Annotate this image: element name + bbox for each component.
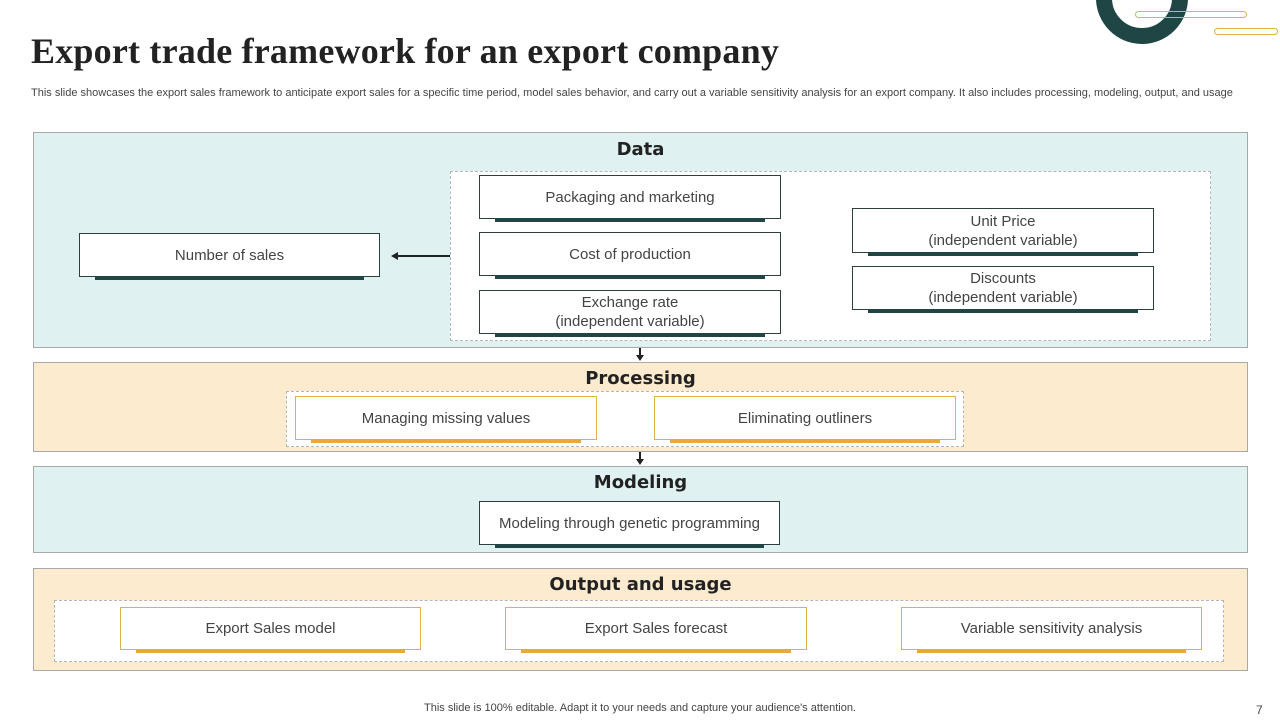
box-label: Modeling through genetic programming bbox=[499, 514, 760, 532]
data-input-box: Discounts (independent variable) bbox=[852, 266, 1154, 313]
output-item-box: Export Sales model bbox=[120, 607, 421, 653]
section-title-output: Output and usage bbox=[549, 574, 732, 595]
box-label: Unit Price bbox=[970, 212, 1036, 230]
decorative-ring bbox=[1096, 0, 1188, 44]
section-title-modeling: Modeling bbox=[593, 472, 688, 493]
box-label: Number of sales bbox=[174, 246, 285, 264]
box-label: Export Sales forecast bbox=[584, 620, 728, 637]
box-accent-bar bbox=[95, 276, 364, 280]
data-input-box: Exchange rate (independent variable) bbox=[479, 290, 781, 337]
box-accent-bar bbox=[495, 218, 765, 222]
box-accent-bar bbox=[521, 649, 791, 653]
box-accent-bar bbox=[868, 309, 1138, 313]
box-accent-bar bbox=[495, 275, 765, 279]
box-accent-bar bbox=[670, 439, 940, 443]
target-box-number-of-sales: Number of sales bbox=[79, 233, 380, 280]
footer-note: This slide is 100% editable. Adapt it to… bbox=[424, 702, 856, 714]
box-label: Eliminating outliners bbox=[737, 409, 873, 427]
section-title-data: Data bbox=[616, 139, 665, 160]
arrow-down-icon bbox=[636, 452, 644, 465]
section-modeling: Modeling bbox=[33, 466, 1248, 553]
box-accent-bar bbox=[311, 439, 581, 443]
arrow-left-icon bbox=[391, 252, 450, 260]
box-label: Discounts bbox=[970, 270, 1036, 287]
box-label: Cost of production bbox=[569, 245, 691, 263]
box-accent-bar bbox=[917, 649, 1186, 653]
section-title-processing: Processing bbox=[585, 368, 696, 389]
decorative-pill bbox=[1214, 28, 1278, 35]
data-input-box: Unit Price (independent variable) bbox=[852, 208, 1154, 256]
box-sublabel: (independent variable) bbox=[555, 313, 705, 330]
box-label: Export Sales model bbox=[205, 620, 336, 637]
box-accent-bar bbox=[495, 544, 764, 548]
page-number: 7 bbox=[1256, 703, 1263, 717]
slide-title: Export trade framework for an export com… bbox=[31, 31, 780, 71]
output-item-box: Variable sensitivity analysis bbox=[901, 607, 1202, 653]
box-label: Exchange rate bbox=[581, 294, 679, 311]
box-accent-bar bbox=[495, 333, 765, 337]
arrow-down-icon bbox=[636, 348, 644, 361]
box-label: Variable sensitivity analysis bbox=[960, 620, 1143, 637]
processing-item-box: Eliminating outliners bbox=[654, 396, 956, 443]
box-label: Packaging and marketing bbox=[545, 188, 715, 206]
box-accent-bar bbox=[136, 649, 405, 653]
output-item-box: Export Sales forecast bbox=[505, 607, 807, 653]
box-accent-bar bbox=[868, 252, 1138, 256]
data-input-box: Packaging and marketing bbox=[479, 175, 781, 222]
box-sublabel: (independent variable) bbox=[928, 289, 1078, 306]
processing-item-box: Managing missing values bbox=[295, 396, 597, 443]
decorative-pill bbox=[1135, 11, 1247, 18]
slide-subtitle: This slide showcases the export sales fr… bbox=[31, 87, 1233, 99]
box-sublabel: (independent variable) bbox=[928, 231, 1078, 249]
modeling-item-box: Modeling through genetic programming bbox=[479, 501, 780, 548]
data-input-box: Cost of production bbox=[479, 232, 781, 279]
box-label: Managing missing values bbox=[361, 409, 531, 427]
